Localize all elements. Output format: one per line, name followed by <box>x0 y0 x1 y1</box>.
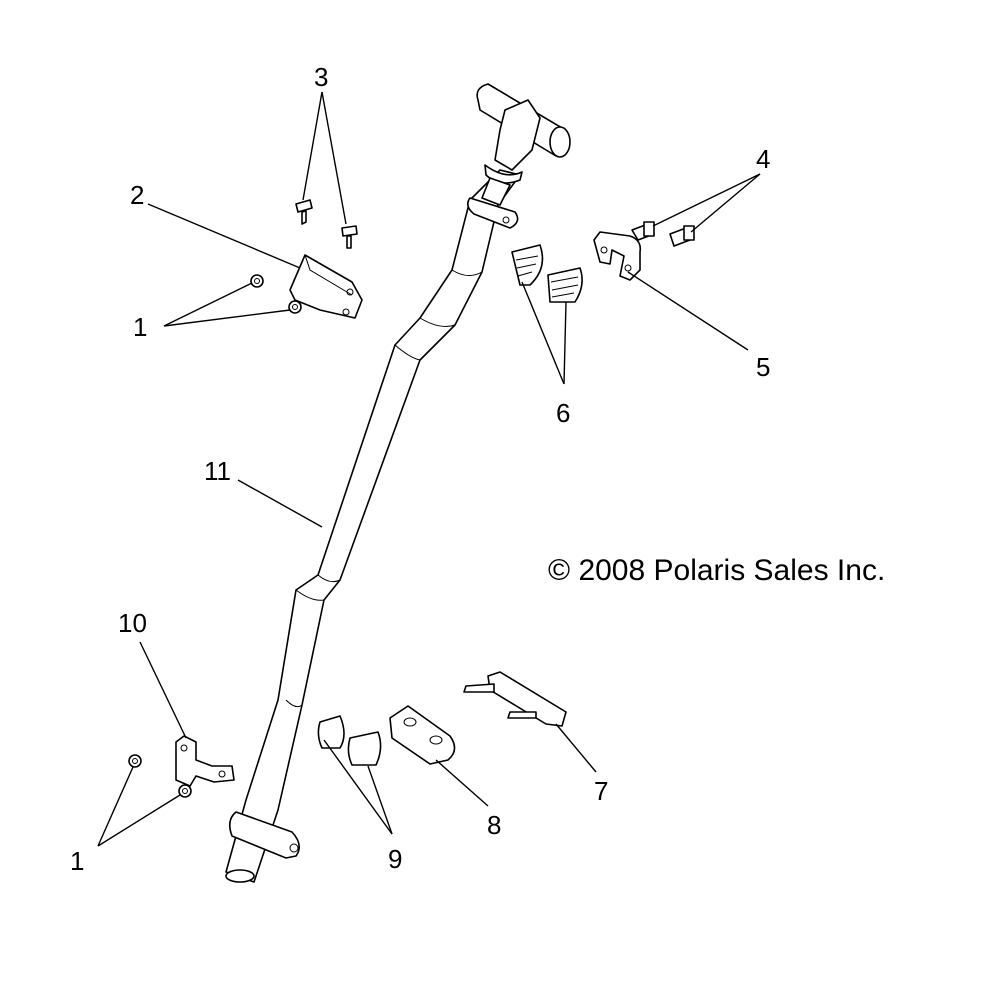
bushings-6 <box>511 244 583 303</box>
nuts-upper <box>250 274 302 314</box>
callout-5: 5 <box>756 352 770 382</box>
lower-tube-flange <box>228 811 300 859</box>
steering-column-tube <box>225 169 521 883</box>
callout-2: 2 <box>130 180 144 210</box>
clamp-10 <box>175 735 235 787</box>
nuts-lower <box>128 754 192 798</box>
upper-tube-flange <box>466 197 519 229</box>
callout-10: 10 <box>118 608 147 638</box>
callout-4: 4 <box>756 144 770 174</box>
callout-1-upper: 1 <box>133 312 147 342</box>
clamp-5 <box>593 231 642 281</box>
callout-8: 8 <box>487 810 501 840</box>
bar-7 <box>463 671 567 727</box>
t-handle <box>476 83 571 206</box>
bushings-9 <box>317 715 382 766</box>
callout-1-lower: 1 <box>70 846 84 876</box>
callout-11: 11 <box>204 456 231 486</box>
copyright-notice: © 2008 Polaris Sales Inc. <box>548 554 885 587</box>
screws-3 <box>295 199 358 249</box>
callout-3: 3 <box>314 62 328 92</box>
grommet-block-8 <box>389 705 456 765</box>
leader-lines <box>97 91 761 847</box>
callout-9: 9 <box>388 844 402 874</box>
callout-6: 6 <box>556 398 570 428</box>
bolts-4 <box>631 221 695 247</box>
callout-7: 7 <box>594 776 608 806</box>
